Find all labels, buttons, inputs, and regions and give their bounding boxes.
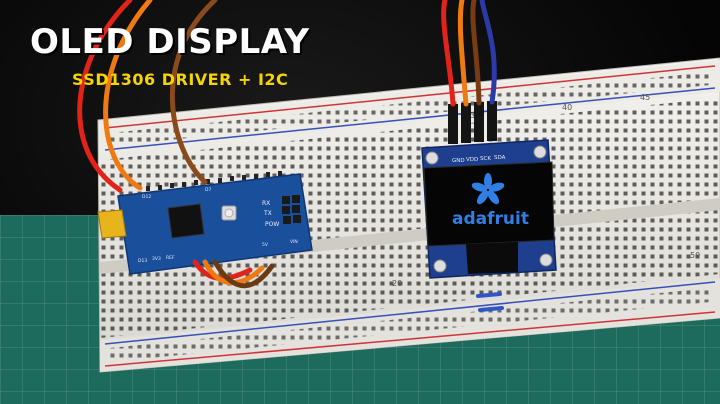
video-title: OLED DISPLAY [30, 22, 310, 62]
mount-hole [533, 145, 547, 159]
row-number: 45 [640, 93, 650, 102]
video-subtitle: SSD1306 DRIVER + I2C [72, 70, 289, 89]
rail-holes-top [110, 72, 710, 146]
arduino-label-tx: TX [263, 210, 272, 217]
arduino-pin-label-top: D12 [142, 194, 151, 200]
jumper-wires-arduino [77, 0, 275, 289]
arduino-pin-label-top: D7 [205, 187, 211, 193]
short-jumper [478, 306, 504, 312]
oled-pin-label-sck: SCK [480, 156, 491, 162]
mount-hole [433, 259, 447, 273]
oled-ribbon [466, 242, 518, 274]
oled-screen [423, 161, 555, 247]
rail-line-red-top [104, 65, 716, 129]
icsp-header [282, 195, 301, 224]
arduino-pin-label-bottom: VIN [290, 239, 298, 245]
arduino-nano-board: RX TX POW D12 D7 D13 3V3 REF 5V VIN [97, 171, 313, 275]
rail-line-blue-top [104, 87, 716, 151]
atmega-chip [167, 203, 205, 239]
mount-hole [425, 151, 439, 165]
oled-pin-label-sda: SDA [494, 155, 506, 161]
oled-brand-text: adafruit [452, 209, 529, 229]
row-number: 50 [690, 251, 700, 260]
jumper-wires-oled [441, 0, 497, 107]
short-jumper [476, 292, 502, 298]
arduino-header-top [146, 171, 282, 191]
oled-module: adafruit GND VDD SCK SDA [421, 101, 557, 279]
arduino-pin-label-bottom: D13 [138, 258, 147, 264]
rail-line-blue-bottom [104, 281, 716, 345]
terminal-strip-lower [100, 210, 720, 338]
adafruit-star-flower-icon [471, 173, 505, 205]
arduino-pin-label-bottom: 3V3 [152, 256, 161, 262]
oled-pin-label-gnd: GND [452, 158, 465, 164]
row-number: 20 [392, 279, 402, 288]
oled-header [448, 101, 497, 144]
rail-holes-bottom [110, 288, 710, 362]
row-number: 40 [562, 103, 572, 112]
arduino-label-pow: POW [265, 221, 279, 228]
usb-connector [97, 209, 127, 239]
arduino-pin-label-bottom: 5V [262, 242, 269, 248]
arduino-label-rx: RX [262, 200, 270, 207]
rail-line-red-bottom [104, 311, 716, 367]
arduino-pin-label-bottom: REF [166, 255, 175, 261]
mount-hole [539, 253, 553, 267]
arduino-pcb [117, 173, 313, 275]
oled-pin-label-vdd: VDD [466, 157, 478, 163]
